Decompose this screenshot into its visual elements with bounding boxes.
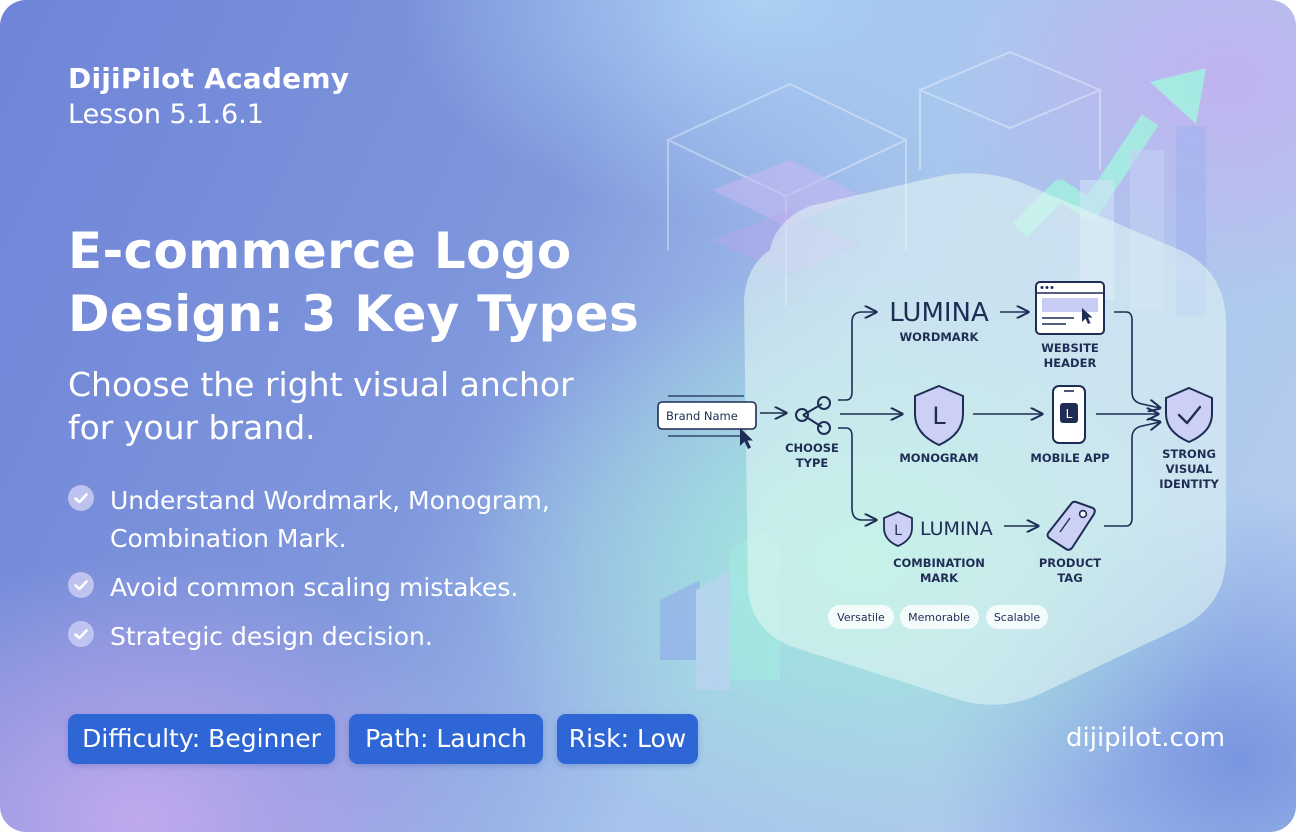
- website-header-label: WEBSITE: [1041, 341, 1099, 355]
- result-label: STRONG: [1162, 447, 1216, 461]
- check-circle-icon: [68, 572, 94, 598]
- browser-window-icon: [1035, 281, 1105, 335]
- wordmark-label: WORDMARK: [900, 330, 980, 344]
- product-tag-label: TAG: [1057, 571, 1082, 585]
- product-tag-label: PRODUCT: [1039, 556, 1101, 570]
- logo-flow-diagram: Brand Name CHOOSE TYPE LUMINA WORDMARK: [657, 281, 1219, 629]
- bullet-text: Combination Mark.: [110, 524, 347, 553]
- risk-badge: Risk: Low: [557, 714, 698, 764]
- shield-check-icon: [1165, 386, 1213, 444]
- tag-chip: Scalable: [986, 605, 1048, 629]
- lesson-number: Lesson 5.1.6.1: [68, 99, 264, 130]
- shield-icon: L: [914, 384, 964, 447]
- svg-text:Memorable: Memorable: [908, 611, 970, 624]
- combination-mark-label: COMBINATION: [893, 556, 985, 570]
- website-header-label: HEADER: [1044, 356, 1097, 370]
- tag-chip: Versatile: [828, 605, 894, 629]
- choose-type-label: TYPE: [796, 456, 829, 470]
- result-label: VISUAL: [1166, 462, 1213, 476]
- cursor-icon: [740, 428, 753, 449]
- mobile-app-label: MOBILE APP: [1030, 451, 1109, 465]
- page-title-line-2: Design: 3 Key Types: [68, 285, 640, 343]
- check-circle-icon: [68, 485, 94, 511]
- combination-letter: L: [894, 523, 902, 539]
- monogram-label: MONOGRAM: [899, 451, 978, 465]
- subtitle-line-2: for your brand.: [68, 408, 316, 447]
- check-circle-icon: [68, 621, 94, 647]
- mobile-app-letter: L: [1066, 407, 1073, 421]
- tag-chip: Memorable: [900, 605, 979, 629]
- price-tag-icon: [1046, 500, 1096, 551]
- monogram-letter: L: [932, 402, 946, 430]
- brand-name: DijiPilot Academy: [68, 62, 350, 95]
- combination-mark-label: MARK: [920, 571, 959, 585]
- difficulty-badge: Difficulty: Beginner: [68, 714, 335, 764]
- page-title-line-1: E-commerce Logo: [68, 222, 572, 280]
- result-label: IDENTITY: [1159, 477, 1219, 491]
- shield-icon: L: [883, 511, 913, 547]
- bullet-text: Avoid common scaling mistakes.: [110, 573, 519, 602]
- brand-name-input: Brand Name: [657, 395, 757, 449]
- svg-text:Versatile: Versatile: [837, 611, 885, 624]
- bullet-text: Strategic design decision.: [110, 622, 433, 651]
- share-icon: [795, 396, 831, 435]
- smartphone-icon: L: [1052, 385, 1086, 444]
- path-badge: Path: Launch: [349, 714, 543, 764]
- wordmark-logo-text: LUMINA: [889, 298, 989, 328]
- brand-name-input-text: Brand Name: [666, 409, 738, 423]
- combination-logo-text: LUMINA: [920, 518, 993, 540]
- subtitle-line-1: Choose the right visual anchor: [68, 365, 574, 404]
- choose-type-label: CHOOSE: [785, 441, 839, 455]
- bullet-text: Understand Wordmark, Monogram,: [110, 486, 550, 515]
- svg-text:Scalable: Scalable: [994, 611, 1041, 624]
- website-link[interactable]: dijipilot.com: [1066, 723, 1226, 753]
